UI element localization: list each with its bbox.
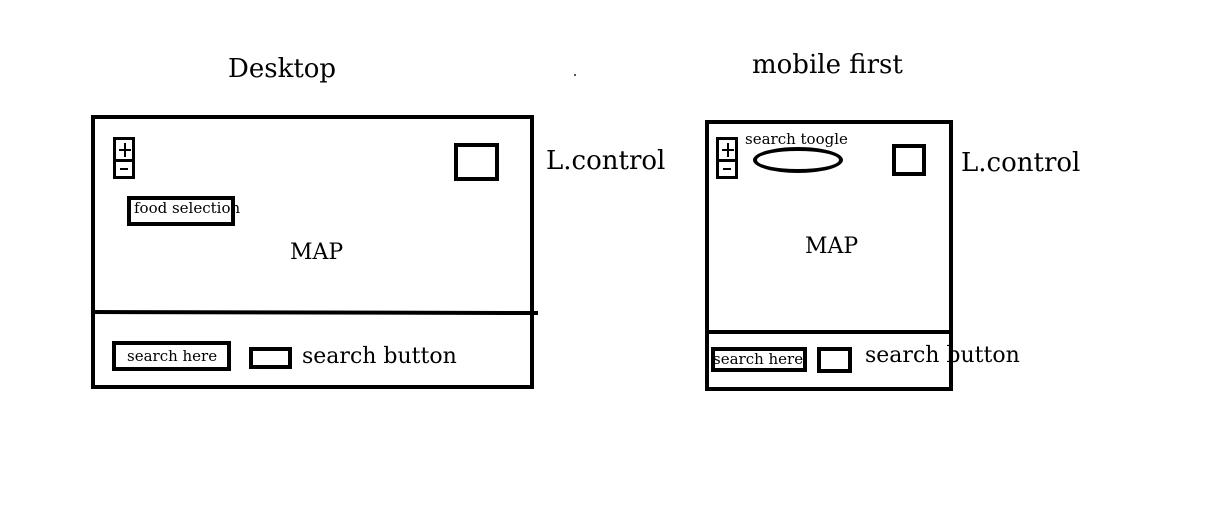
mobile-map-label: MAP: [805, 234, 859, 259]
desktop-search-input[interactable]: [112, 341, 231, 371]
desktop-frame: [91, 115, 534, 389]
zoom-out-icon: [723, 168, 731, 170]
mobile-frame: [705, 120, 953, 391]
zoom-divider: [116, 159, 132, 162]
mobile-search-toggle-label: search toogle: [745, 130, 848, 148]
zoom-divider: [719, 159, 735, 162]
zoom-in-icon-bar: [722, 149, 734, 151]
desktop-l-control-box[interactable]: [454, 143, 499, 181]
desktop-heading: Desktop: [228, 54, 337, 84]
mobile-search-button[interactable]: [817, 347, 852, 373]
zoom-in-icon-bar: [119, 149, 131, 151]
desktop-map-label: MAP: [290, 240, 344, 265]
mobile-l-control-label: L.control: [961, 148, 1081, 178]
mobile-search-input-label: search here: [713, 350, 804, 368]
desktop-food-selection-label: food selection: [134, 199, 241, 217]
desktop-search-button-label: search button: [302, 344, 457, 369]
stray-dot: [574, 74, 576, 76]
mobile-search-button-label: search button: [865, 343, 1020, 368]
desktop-l-control-label: L.control: [546, 146, 666, 176]
desktop-search-button[interactable]: [249, 347, 292, 369]
mobile-search-toggle[interactable]: [753, 147, 843, 173]
mobile-l-control-box[interactable]: [892, 144, 926, 176]
zoom-out-icon: [120, 168, 128, 170]
mobile-map-divider: [707, 330, 949, 334]
mobile-zoom-control[interactable]: [716, 137, 738, 179]
desktop-search-input-label: search here: [127, 347, 218, 365]
desktop-food-selection-box[interactable]: [127, 196, 235, 226]
mobile-heading: mobile first: [752, 50, 903, 80]
desktop-zoom-control[interactable]: [113, 137, 135, 179]
mobile-search-input[interactable]: [711, 347, 807, 372]
